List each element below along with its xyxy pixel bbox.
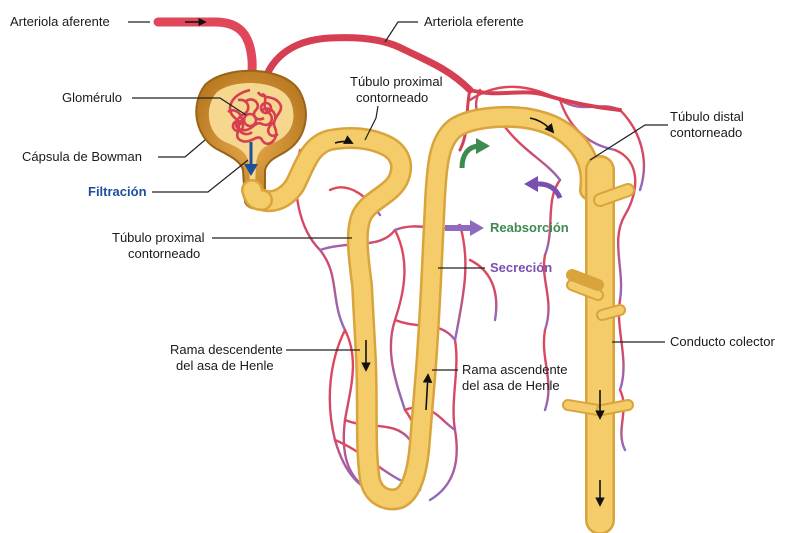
leader-lines	[128, 21, 668, 371]
label-rama-ascendente-line2: del asa de Henle	[462, 378, 560, 393]
flow-arrows	[334, 117, 605, 507]
reabsorption-arrow-curved	[459, 138, 490, 169]
label-arteriola-aferente: Arteriola aferente	[10, 14, 110, 29]
efferent-arteriole	[258, 34, 474, 94]
label-tubulo-distal-line2: contorneado	[670, 125, 742, 140]
label-tubulo-proximal-top-line1: Túbulo proximal	[350, 74, 443, 89]
reabsorption-legend-arrow	[445, 220, 484, 236]
label-capsula-bowman: Cápsula de Bowman	[22, 149, 142, 164]
label-tubulo-distal-line1: Túbulo distal	[670, 109, 744, 124]
glomerulus	[227, 88, 283, 146]
secretion-arrow-curved	[524, 176, 563, 200]
label-rama-descendente-line2: del asa de Henle	[176, 358, 274, 373]
label-rama-ascendente-line1: Rama ascendente	[462, 362, 568, 377]
filtration-arrowhead	[244, 164, 258, 176]
label-tubulo-proximal-left-line1: Túbulo proximal	[112, 230, 205, 245]
collecting-duct	[562, 155, 635, 533]
labels: Arteriola aferente Arteriola eferente Gl…	[10, 14, 775, 393]
label-tubulo-proximal-top-line2: contorneado	[356, 90, 428, 105]
label-filtracion: Filtración	[88, 184, 147, 199]
label-rama-descendente-line1: Rama descendente	[170, 342, 283, 357]
label-secrecion: Secreción	[490, 260, 552, 275]
label-glomerulo: Glomérulo	[62, 90, 122, 105]
nephron-tubule	[241, 105, 602, 511]
label-tubulo-proximal-left-line2: contorneado	[128, 246, 200, 261]
label-arteriola-eferente: Arteriola eferente	[424, 14, 524, 29]
label-conducto-colector: Conducto colector	[670, 334, 775, 349]
label-reabsorcion: Reabsorción	[490, 220, 569, 235]
